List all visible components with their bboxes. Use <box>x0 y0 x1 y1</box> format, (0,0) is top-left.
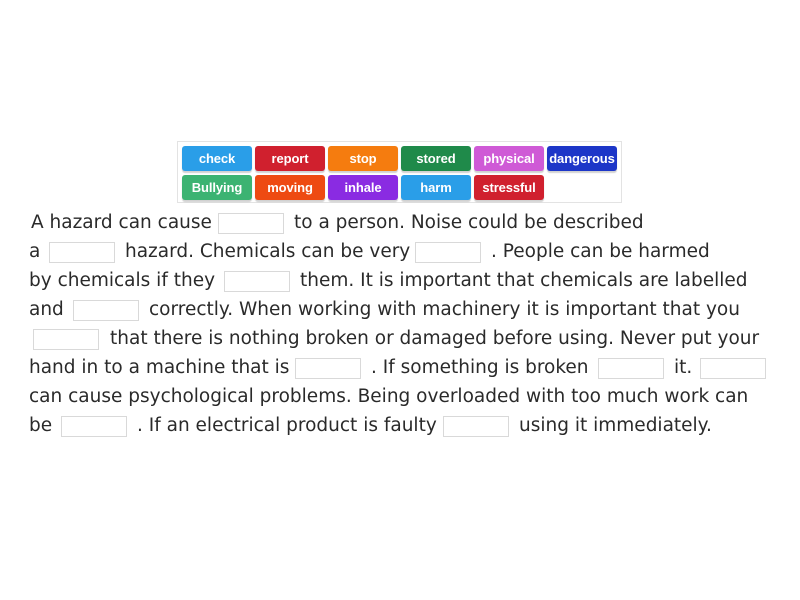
answer-blank-2[interactable] <box>49 242 115 263</box>
passage-line: by chemicals if they them. It is importa… <box>29 266 774 295</box>
word-tile-harm[interactable]: harm <box>401 175 471 200</box>
answer-blank-8[interactable] <box>598 358 664 379</box>
passage-text: hazard. Chemicals can be very <box>125 241 411 262</box>
passage-line: A hazard can cause to a person. Noise co… <box>29 208 774 237</box>
passage-line: can cause psychological problems. Being … <box>29 382 774 411</box>
word-tile-physical[interactable]: physical <box>474 146 544 171</box>
answer-blank-11[interactable] <box>443 416 509 437</box>
passage-text: to a person. Noise could be described <box>294 212 644 233</box>
word-tile-report[interactable]: report <box>255 146 325 171</box>
passage: A hazard can cause to a person. Noise co… <box>29 208 774 440</box>
word-tile-moving[interactable]: moving <box>255 175 325 200</box>
passage-text: can cause psychological problems. Being … <box>29 386 749 407</box>
passage-text: hand in to a machine that is <box>29 357 290 378</box>
passage-text: be <box>29 415 53 436</box>
answer-blank-9[interactable] <box>700 358 766 379</box>
passage-line: and correctly. When working with machine… <box>29 295 774 324</box>
answer-blank-7[interactable] <box>295 358 361 379</box>
answer-blank-4[interactable] <box>224 271 290 292</box>
word-tile-check[interactable]: check <box>182 146 252 171</box>
passage-text: using it immediately. <box>519 415 712 436</box>
word-bank: check report stop stored physical danger… <box>177 141 622 203</box>
passage-text: that there is nothing broken or damaged … <box>110 328 760 349</box>
passage-text: . If an electrical product is faulty <box>137 415 437 436</box>
passage-line: that there is nothing broken or damaged … <box>29 324 774 353</box>
word-tile-stressful[interactable]: stressful <box>474 175 544 200</box>
passage-text: A hazard can cause <box>31 212 212 233</box>
passage-text: . People can be harmed <box>491 241 710 262</box>
answer-blank-10[interactable] <box>61 416 127 437</box>
passage-text: it. <box>674 357 693 378</box>
passage-line: be . If an electrical product is faulty … <box>29 411 774 440</box>
answer-blank-6[interactable] <box>33 329 99 350</box>
passage-text: them. It is important that chemicals are… <box>300 270 748 291</box>
passage-text: by chemicals if they <box>29 270 216 291</box>
answer-blank-5[interactable] <box>73 300 139 321</box>
passage-text: and <box>29 299 64 320</box>
word-tile-bullying[interactable]: Bullying <box>182 175 252 200</box>
word-tile-stored[interactable]: stored <box>401 146 471 171</box>
passage-text: correctly. When working with machinery i… <box>149 299 740 320</box>
word-tile-dangerous[interactable]: dangerous <box>547 146 617 171</box>
answer-blank-1[interactable] <box>218 213 284 234</box>
word-tile-inhale[interactable]: inhale <box>328 175 398 200</box>
answer-blank-3[interactable] <box>415 242 481 263</box>
passage-line: a hazard. Chemicals can be very . People… <box>29 237 774 266</box>
passage-line: hand in to a machine that is . If someth… <box>29 353 774 382</box>
passage-text: . If something is broken <box>371 357 589 378</box>
passage-text: a <box>29 241 41 262</box>
word-tile-stop[interactable]: stop <box>328 146 398 171</box>
